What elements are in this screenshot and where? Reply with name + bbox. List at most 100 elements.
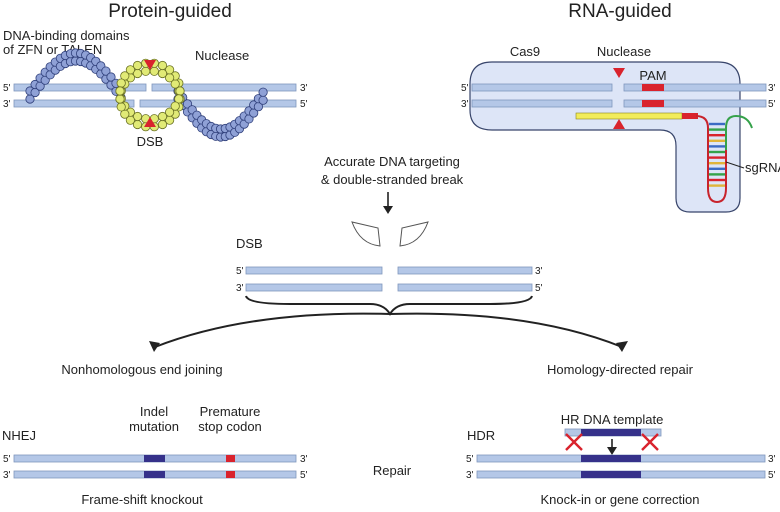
protein-bead bbox=[101, 66, 111, 76]
protein-guided-panel: DNA-binding domains of ZFN or TALEN Nucl… bbox=[3, 28, 308, 149]
cas9-nuclease-label: Nuclease bbox=[597, 44, 651, 59]
repair-label: Repair bbox=[373, 463, 412, 478]
crossover-left-marker bbox=[565, 433, 583, 451]
break-glyph-right bbox=[399, 221, 429, 247]
stop-codon-top bbox=[226, 455, 235, 462]
protein-bead bbox=[258, 95, 268, 105]
stop-codon-label-line1: Premature bbox=[200, 404, 261, 419]
dsb-end-top-left: 5' bbox=[236, 266, 244, 277]
middle-dsb-label: DSB bbox=[236, 236, 263, 251]
zfn-cleavage-marker-top bbox=[144, 60, 156, 70]
cas9-end-top-right: 3' bbox=[768, 83, 776, 94]
nhej-branch-arrow bbox=[154, 312, 391, 348]
nhej-tag: NHEJ bbox=[2, 428, 36, 443]
protein-bead bbox=[165, 65, 175, 75]
protein-bead bbox=[116, 102, 126, 112]
nhej-end-top-right: 3' bbox=[300, 454, 308, 465]
knock-in-bottom bbox=[581, 471, 641, 478]
protein-bead bbox=[175, 86, 185, 96]
protein-bead bbox=[115, 86, 125, 96]
hdr-end-bottom-right: 5' bbox=[768, 470, 776, 481]
protein-bead bbox=[132, 111, 143, 122]
hdr-panel: Homology-directed repair HDR HR DNA temp… bbox=[466, 362, 776, 507]
protein-bead bbox=[141, 66, 151, 76]
sgrna-base-pairs bbox=[709, 122, 725, 187]
zfn-end-top-left: 5' bbox=[3, 83, 11, 94]
sgrna-backbone bbox=[695, 115, 727, 204]
sgrna-guide-end bbox=[682, 113, 698, 119]
protein-bead bbox=[125, 65, 135, 75]
split-brace bbox=[245, 295, 533, 316]
zfn-talen-bead-chains bbox=[25, 48, 268, 142]
indel-mutation-top bbox=[144, 455, 165, 462]
protein-bead bbox=[157, 68, 168, 79]
protein-bead bbox=[258, 87, 268, 97]
hdr-tag: HDR bbox=[467, 428, 495, 443]
hdr-outcome: Knock-in or gene correction bbox=[541, 492, 700, 507]
protein-bead bbox=[157, 60, 168, 71]
cas9-dna-bottom-left-strand bbox=[471, 99, 613, 108]
dsb-end-bottom-left: 3' bbox=[236, 283, 244, 294]
nhej-end-bottom-right: 5' bbox=[300, 470, 308, 481]
targeting-caption-line1: Accurate DNA targeting bbox=[324, 154, 460, 169]
pam-site-bottom bbox=[642, 100, 664, 107]
hdr-pathway-label: Homology-directed repair bbox=[547, 362, 694, 377]
dsb-bottom-left-strand bbox=[245, 283, 383, 292]
protein-bead bbox=[165, 107, 175, 117]
cas9-cleavage-marker-top bbox=[613, 68, 625, 78]
break-glyph-left bbox=[351, 221, 381, 247]
hdr-branch-arrow bbox=[389, 312, 623, 348]
cas9-label: Cas9 bbox=[510, 44, 540, 59]
hdr-end-bottom-left: 3' bbox=[466, 470, 474, 481]
indel-label-line1: Indel bbox=[140, 404, 168, 419]
middle-dsb-section: Accurate DNA targeting & double-stranded… bbox=[149, 154, 628, 352]
hr-template-label: HR DNA template bbox=[561, 412, 664, 427]
rna-guided-title: RNA-guided bbox=[568, 1, 672, 22]
zfn-nuclease-label: Nuclease bbox=[195, 48, 249, 63]
cas9-dna-top-right-strand bbox=[623, 83, 767, 92]
nhej-outcome: Frame-shift knockout bbox=[81, 492, 203, 507]
dsb-end-bottom-right: 5' bbox=[535, 283, 543, 294]
sgrna-guide-sequence bbox=[575, 112, 683, 120]
dsb-top-right-strand bbox=[397, 266, 533, 275]
binding-domain-label-line1: DNA-binding domains bbox=[3, 28, 130, 43]
zfn-dna-top-right-strand bbox=[151, 83, 297, 92]
hr-template-insert bbox=[581, 429, 641, 436]
targeting-caption-line2: & double-stranded break bbox=[321, 172, 464, 187]
protein-bead bbox=[115, 94, 125, 104]
sgrna-hairpin bbox=[725, 114, 753, 150]
cas9-dna-top-left-strand bbox=[471, 83, 613, 92]
cas9-cleavage-marker-bottom bbox=[613, 119, 625, 129]
template-insert-arrow-head bbox=[607, 447, 617, 455]
targeting-arrow-head bbox=[383, 206, 393, 214]
nhej-branch-arrow-head bbox=[149, 341, 160, 352]
zfn-dna-bottom-left-strand bbox=[13, 99, 135, 108]
dsb-bottom-right-strand bbox=[397, 283, 533, 292]
nhej-end-top-left: 5' bbox=[3, 454, 11, 465]
nhej-pathway-label: Nonhomologous end joining bbox=[61, 362, 222, 377]
cas9-dna-bottom-right-strand bbox=[623, 99, 767, 108]
protein-guided-title: Protein-guided bbox=[108, 1, 232, 22]
indel-mutation-bottom bbox=[144, 471, 165, 478]
pam-label: PAM bbox=[639, 68, 666, 83]
protein-bead bbox=[120, 71, 130, 81]
indel-label-line2: mutation bbox=[129, 419, 179, 434]
cas9-end-bottom-right: 5' bbox=[768, 99, 776, 110]
hdr-end-top-left: 5' bbox=[466, 454, 474, 465]
knock-in-top bbox=[581, 455, 641, 462]
zfn-dna-top-left-strand bbox=[13, 83, 147, 92]
nhej-end-bottom-left: 3' bbox=[3, 470, 11, 481]
protein-bead bbox=[116, 78, 126, 88]
cas9-end-bottom-left: 3' bbox=[461, 99, 469, 110]
dsb-end-top-right: 3' bbox=[535, 266, 543, 277]
hdr-branch-arrow-head bbox=[616, 341, 628, 352]
zfn-cleavage-marker-bottom bbox=[144, 117, 156, 127]
protein-bead bbox=[132, 60, 143, 71]
zfn-end-top-right: 3' bbox=[300, 83, 308, 94]
protein-bead bbox=[174, 94, 184, 104]
zfn-dsb-label: DSB bbox=[137, 134, 164, 149]
protein-bead bbox=[149, 66, 159, 76]
protein-bead bbox=[157, 111, 168, 122]
